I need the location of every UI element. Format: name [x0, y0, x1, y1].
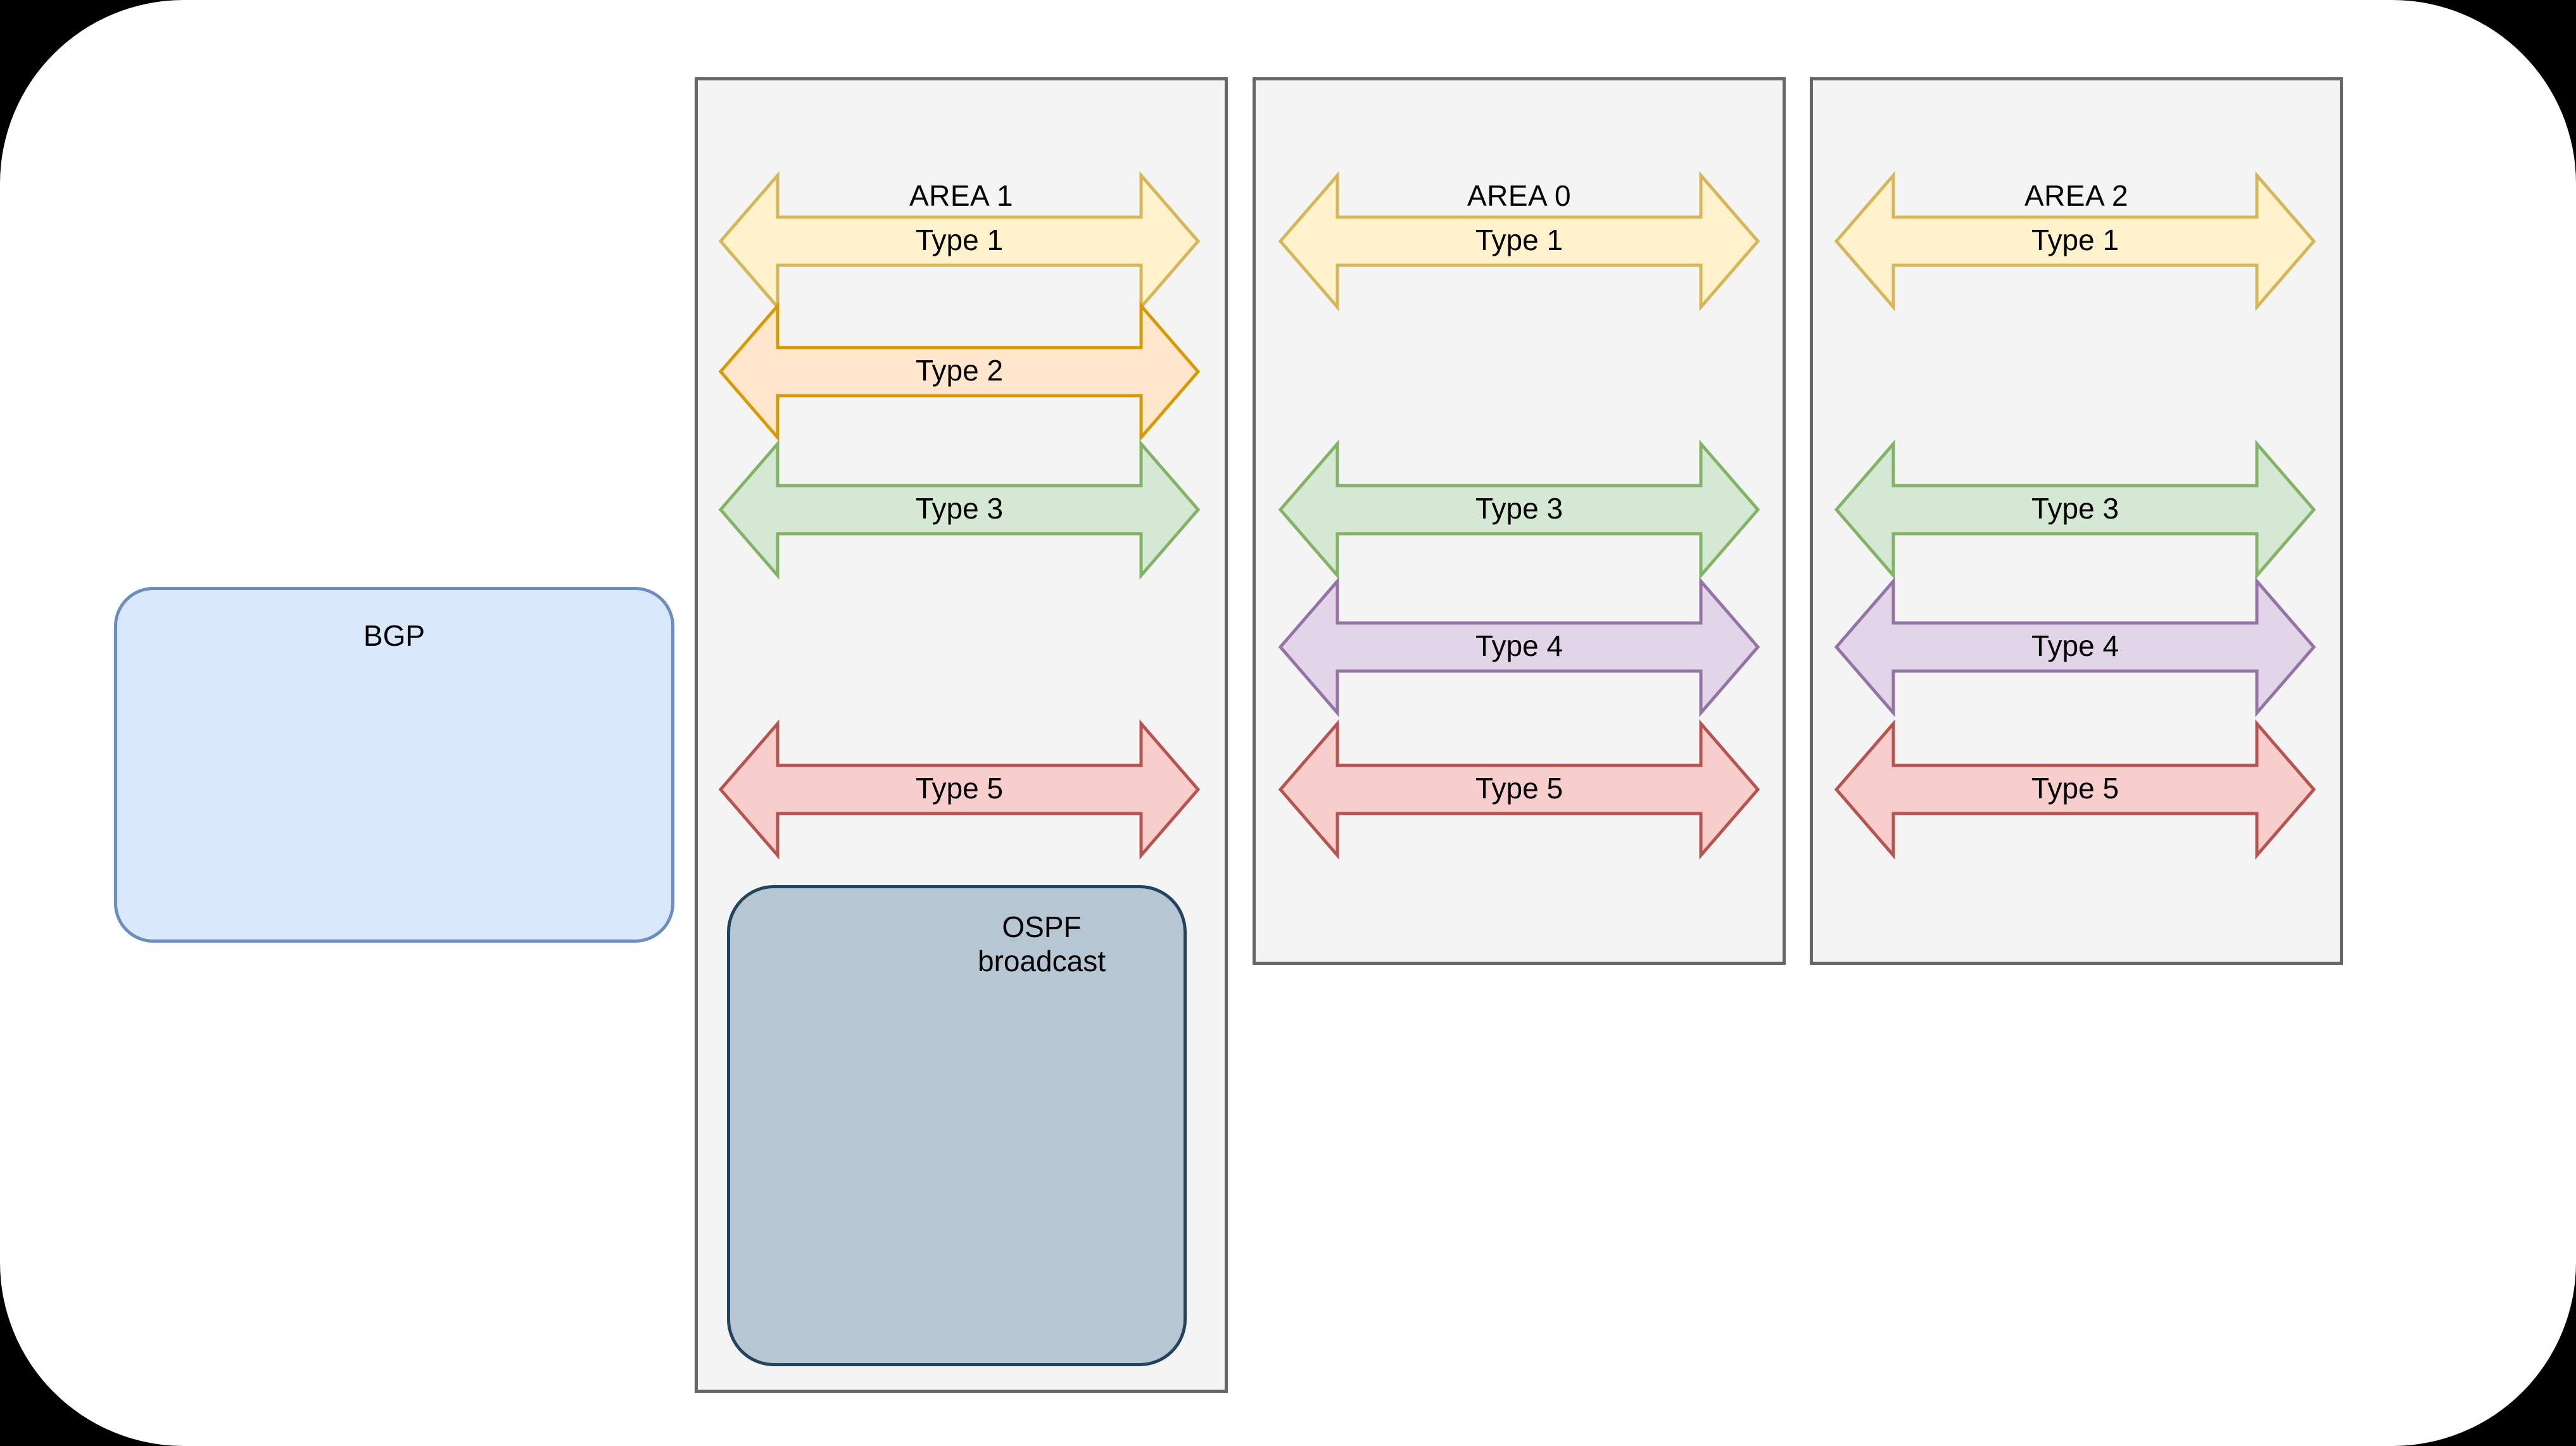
- arrow-svg: [1278, 171, 1760, 311]
- arrow-shape: [1278, 719, 1760, 860]
- arrow-shape: [1278, 577, 1760, 717]
- arrow-shape: [1278, 171, 1760, 311]
- lsa-arrow-type-3[interactable]: Type 3: [717, 439, 1202, 580]
- arrow-shape: [1834, 171, 2316, 311]
- arrow-svg: [718, 439, 1201, 580]
- arrow-svg: [718, 171, 1201, 311]
- lsa-arrow-type-1[interactable]: Type 1: [717, 171, 1202, 311]
- arrow-shape: [1834, 439, 2316, 580]
- arrow-shape: [1834, 719, 2316, 860]
- arrow-svg: [1278, 439, 1760, 580]
- arrow-shape: [718, 301, 1201, 442]
- node-label: BGP: [363, 619, 426, 652]
- arrow-shape: [718, 719, 1201, 860]
- arrow-svg: [1278, 719, 1760, 860]
- lsa-arrow-type-3[interactable]: Type 3: [1833, 439, 2318, 580]
- arrow-svg: [718, 719, 1201, 860]
- arrow-shape: [718, 171, 1201, 311]
- lsa-arrow-type-2[interactable]: Type 2: [717, 301, 1202, 442]
- lsa-arrow-type-5[interactable]: Type 5: [1833, 719, 2318, 860]
- lsa-arrow-type-1[interactable]: Type 1: [1833, 171, 2318, 311]
- arrow-svg: [1278, 577, 1760, 717]
- arrow-svg: [1834, 171, 2316, 311]
- area-title: AREA 1: [909, 179, 1014, 212]
- node-ospf-broadcast[interactable]: OSPF broadcast: [727, 885, 1187, 1366]
- arrow-shape: [1278, 439, 1760, 580]
- area-title: AREA 0: [1467, 179, 1572, 212]
- arrow-svg: [1834, 439, 2316, 580]
- lsa-arrow-type-5[interactable]: Type 5: [1277, 719, 1762, 860]
- node-label: OSPF broadcast: [977, 910, 1106, 978]
- node-bgp[interactable]: BGP: [114, 587, 674, 943]
- lsa-arrow-type-4[interactable]: Type 4: [1833, 577, 2318, 717]
- lsa-arrow-type-5[interactable]: Type 5: [717, 719, 1202, 860]
- arrow-svg: [1834, 719, 2316, 860]
- lsa-arrow-type-4[interactable]: Type 4: [1277, 577, 1762, 717]
- arrow-shape: [1834, 577, 2316, 717]
- lsa-arrow-type-3[interactable]: Type 3: [1277, 439, 1762, 580]
- area-title: AREA 2: [2024, 179, 2129, 212]
- arrow-svg: [1834, 577, 2316, 717]
- arrow-shape: [718, 439, 1201, 580]
- arrow-svg: [718, 301, 1201, 442]
- lsa-arrow-type-1[interactable]: Type 1: [1277, 171, 1762, 311]
